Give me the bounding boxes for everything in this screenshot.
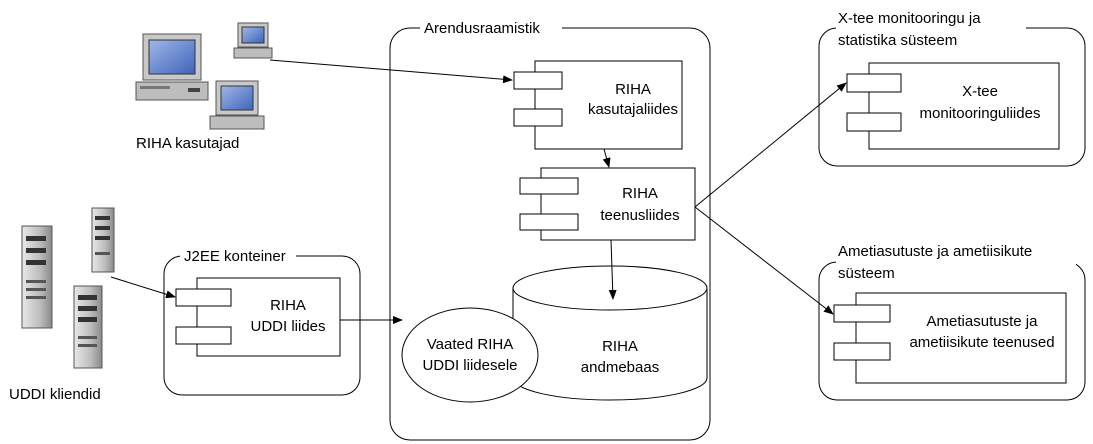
arrow-users-to-kasutajaliides: [269, 59, 513, 84]
container-title-line2: statistika süsteem: [838, 32, 957, 49]
component-uddi-liides: RIHA UDDI liides: [175, 277, 341, 357]
database-label-line1: RIHA: [602, 338, 638, 355]
views-label-line2: UDDI liidesele: [422, 357, 517, 374]
desktop-computer-icon: [209, 80, 265, 130]
component-port: [833, 304, 891, 323]
label-bg: [836, 238, 1076, 284]
connectors: [110, 59, 847, 324]
database-body: [512, 287, 708, 401]
component-port: [513, 108, 563, 127]
server-icon: [73, 285, 103, 369]
database-riha-andmebaas: RIHA andmebaas: [512, 265, 708, 401]
component-teenusliides: RIHA teenusliides: [519, 167, 696, 241]
label-bg: [420, 18, 562, 38]
desktop-computer-icon: [135, 33, 209, 101]
views-label-line1: Vaated RIHA: [427, 336, 513, 353]
container-title-line1: X-tee monitooringu ja: [838, 10, 981, 27]
arrow-teenusliides-to-andmebaas: [608, 239, 617, 300]
component-port: [175, 326, 232, 345]
component-port: [833, 342, 891, 361]
riha-users-label: RIHA kasutajad: [136, 135, 239, 152]
component-kasutajaliides: RIHA kasutajaliides: [513, 60, 683, 150]
server-icon: [21, 225, 53, 329]
arrow-kasutajaliides-to-teenusliides: [602, 148, 611, 168]
arrow-teenusliides-to-xtee: [694, 82, 847, 208]
component-body: [855, 292, 1067, 384]
component-ametiasutuste-teenused: Ametiasutuste ja ametiisikute teenused: [833, 292, 1067, 384]
database-top: [512, 265, 708, 311]
server-icon: [91, 207, 115, 273]
component-label-line2: kasutajaliides: [588, 101, 678, 118]
views-shape: [401, 307, 539, 403]
database-label-line2: andmebaas: [581, 359, 659, 376]
component-port: [175, 288, 232, 307]
component-label-line2: UDDI liides: [250, 318, 325, 335]
container-title-line1: Ametiasutuste ja ametiisikute: [838, 243, 1032, 260]
uddi-clients-label: UDDI kliendid: [9, 386, 101, 403]
container-title: Arendusraamistik: [424, 20, 540, 37]
arrow-teenusliides-to-ametiasutused: [694, 206, 834, 315]
component-label-line1: X-tee: [962, 83, 998, 100]
component-label-line2: monitooringuliides: [920, 105, 1041, 122]
label-bg: [180, 246, 296, 266]
component-label-line2: ametiisikute teenused: [909, 334, 1054, 351]
views-ellipse: Vaated RIHA UDDI liidesele: [401, 307, 539, 403]
component-port: [513, 71, 563, 90]
container-title-line2: süsteem: [838, 265, 895, 282]
uddi-clients-group: UDDI kliendid: [9, 207, 115, 403]
riha-users-group: RIHA kasutajad: [135, 22, 273, 152]
component-label-line1: RIHA: [270, 297, 306, 314]
component-label-line1: Ametiasutuste ja: [927, 313, 1039, 330]
component-port: [846, 112, 902, 132]
component-port: [519, 213, 579, 231]
component-port: [519, 177, 579, 195]
component-port: [846, 73, 902, 93]
component-label-line2: teenusliides: [600, 207, 679, 224]
arrow-uddi-clients-to-uddi-liides: [110, 276, 176, 299]
component-label-line1: RIHA: [622, 185, 658, 202]
container-title: J2EE konteiner: [184, 248, 286, 265]
desktop-computer-icon: [233, 22, 273, 59]
component-xtee-monitooringuliides: X-tee monitooringuliides: [846, 62, 1060, 150]
label-bg: [836, 5, 1026, 51]
component-label-line1: RIHA: [615, 81, 651, 98]
